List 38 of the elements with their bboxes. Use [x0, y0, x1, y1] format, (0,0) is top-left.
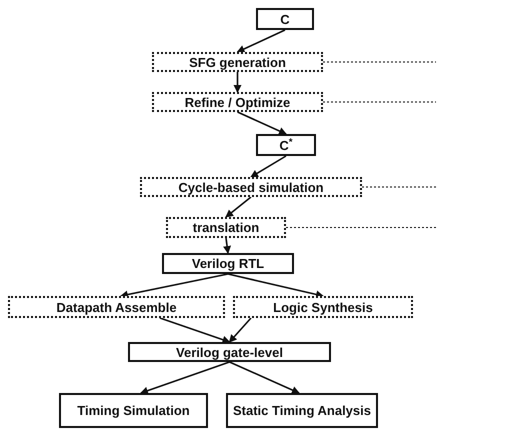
box-label: Verilog gate-level — [176, 344, 283, 360]
arrow — [140, 361, 230, 394]
box-label: SFG generation — [189, 54, 286, 70]
process-box — [128, 342, 331, 362]
arrow — [228, 273, 324, 298]
arrow — [228, 317, 252, 343]
leader-line — [362, 186, 436, 188]
arrow — [225, 196, 252, 218]
box-label: Cycle-based simulation — [178, 180, 324, 194]
box-label: Verilog RTL — [192, 256, 264, 271]
process-box — [256, 134, 316, 156]
process-box — [166, 217, 286, 238]
box-label: translation — [192, 220, 260, 235]
process-box — [233, 296, 413, 318]
arrow — [229, 361, 300, 394]
box-label: C$^{*}$ — [279, 138, 293, 152]
box-label: Static Timing Analysis — [233, 403, 371, 418]
box-label: Refine / Optimize — [184, 94, 290, 110]
process-box — [162, 253, 294, 274]
process-box — [8, 296, 225, 318]
process-box — [226, 393, 378, 428]
arrow — [120, 273, 228, 298]
process-box — [152, 52, 323, 72]
leader-line — [286, 227, 436, 228]
arrow — [160, 317, 230, 344]
box-label: Datapath Assemble — [56, 300, 177, 314]
arrow — [223, 238, 232, 254]
box-label: C — [280, 12, 290, 26]
box-label: Timing Simulation — [77, 403, 190, 418]
process-box — [140, 177, 362, 197]
box-label: Logic Synthesis — [273, 300, 373, 314]
arrow — [237, 111, 287, 135]
process-box — [152, 92, 323, 112]
process-box — [59, 393, 208, 428]
arrow — [250, 155, 286, 178]
arrow — [234, 72, 242, 93]
process-box — [256, 8, 314, 30]
arrow — [236, 29, 286, 53]
